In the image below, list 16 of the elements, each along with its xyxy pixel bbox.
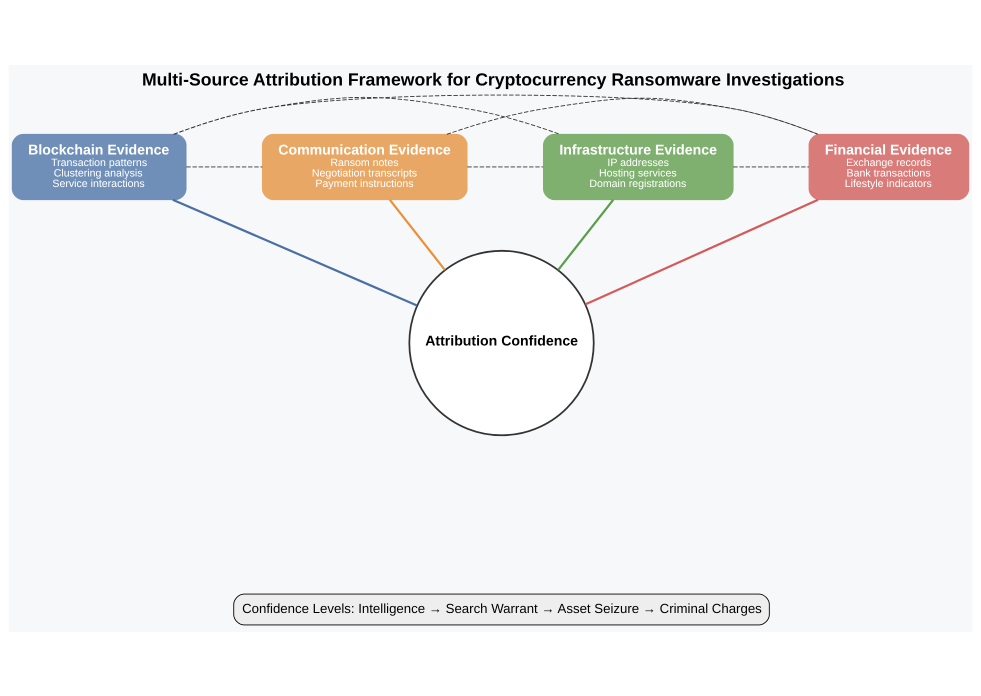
node-box: Financial Evidence Exchange records Bank transactions Lifestyle indicators (808, 133, 970, 200)
label: Confidence Levels: Intelligence → Search Warrant → Asset Seizure → Criminal Charges (242, 600, 762, 616)
node-box: Blockchain Evidence Transaction patterns Clustering analysis Service interactions (12, 133, 187, 200)
connector (172, 198, 418, 306)
node-circle: Attribution Confidence (408, 249, 595, 436)
diagram-title: Multi-Source Attribution Framework for Cryptocurrency Ransomware Investigations (142, 68, 844, 89)
connector (446, 97, 818, 134)
connector (173, 94, 818, 134)
connector (466, 166, 544, 167)
node-box: Communication Evidence Ransom notes Negotiation transcripts Payment instructions (262, 133, 468, 200)
connector (388, 198, 446, 270)
node-box: Infrastructure Evidence IP addresses Hosting services Domain registrations (543, 133, 734, 200)
connector (732, 166, 810, 167)
connector (186, 166, 263, 167)
connector (584, 198, 819, 305)
connector (557, 198, 614, 270)
